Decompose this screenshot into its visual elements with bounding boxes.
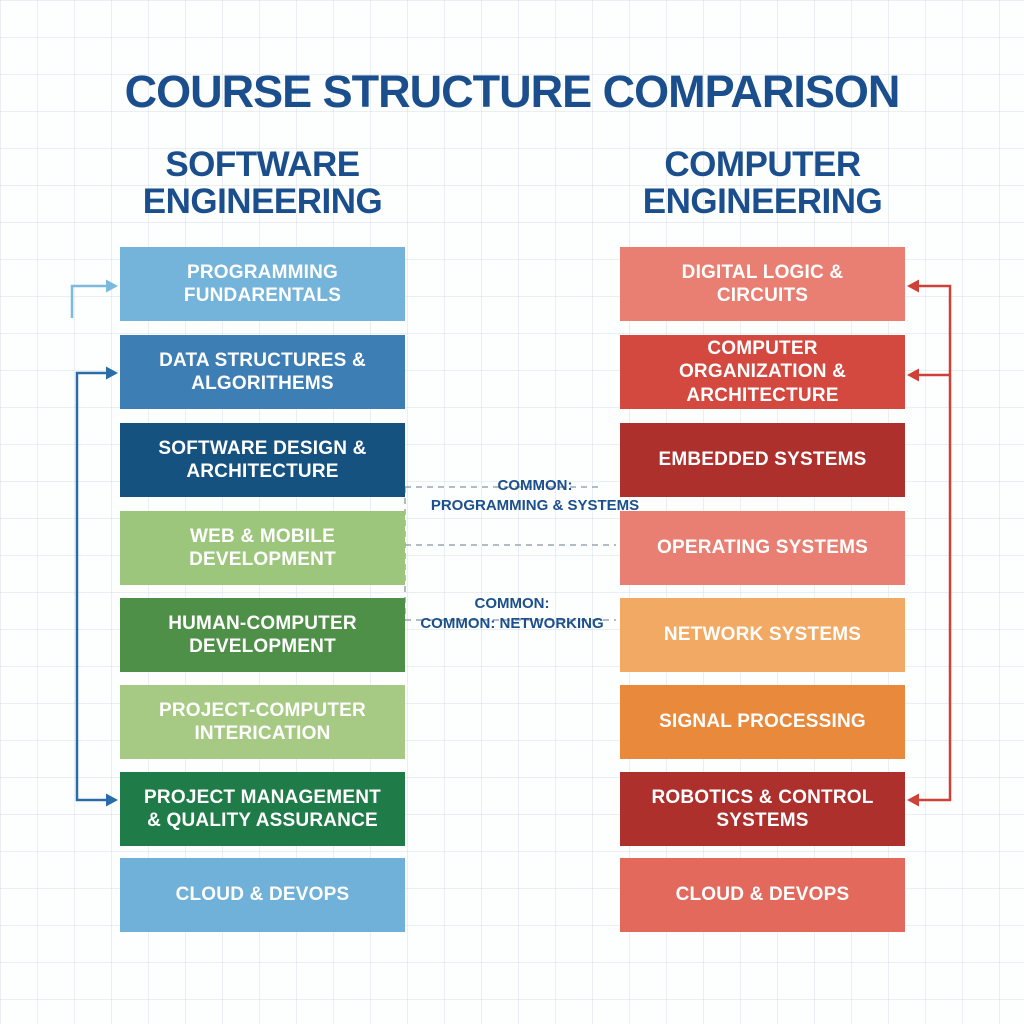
common-label-line: COMMON:: [497, 477, 573, 494]
course-box-computer-organization-architecture: COMPUTER ORGANIZATION & ARCHITECTURE: [620, 335, 905, 409]
right-arrowhead-top: [907, 279, 919, 293]
course-box-project-computer-interication: PROJECT-COMPUTER INTERICATION: [120, 685, 405, 759]
course-label: PROGRAMMING FUNDARENTALS: [183, 261, 342, 306]
course-label: PROJECT MANAGEMENT & QUALITY ASSURANCE: [144, 786, 381, 831]
right-arrowhead-middle: [907, 368, 919, 382]
course-label: PROJECT-COMPUTER INTERICATION: [159, 699, 366, 744]
course-label: OPERATING SYSTEMS: [656, 537, 869, 559]
column-header-line: COMPUTER: [664, 145, 861, 184]
left-dark-arrowhead-bottom: [106, 793, 118, 807]
course-box-cloud-devops-left: CLOUD & DEVOPS: [120, 858, 405, 932]
course-box-robotics-control-systems: ROBOTICS & CONTROL SYSTEMS: [620, 772, 905, 846]
course-box-data-structures-algorithms: DATA STRUCTURES & ALGORITHEMS: [120, 335, 405, 409]
course-box-web-mobile-development: WEB & MOBILE DEVELOPMENT: [120, 511, 405, 585]
common-label-programming-systems: COMMON: PROGRAMMING & SYSTEMS: [425, 476, 645, 517]
right-arrowhead-bottom: [907, 793, 919, 807]
left-dark-arrowhead-top: [106, 366, 118, 380]
course-box-programming-fundamentals: PROGRAMMING FUNDARENTALS: [120, 247, 405, 321]
common-label-networking: COMMON: COMMON: NETWORKING: [402, 594, 622, 635]
left-dark-connector-line: [75, 371, 106, 802]
course-label: COMPUTER ORGANIZATION & ARCHITECTURE: [678, 338, 847, 406]
course-label: WEB & MOBILE DEVELOPMENT: [189, 525, 336, 570]
course-box-project-management-quality-assurance: PROJECT MANAGEMENT & QUALITY ASSURANCE: [120, 772, 405, 846]
common-label-line: PROGRAMMING & SYSTEMS: [430, 497, 640, 515]
course-box-operating-systems: OPERATING SYSTEMS: [620, 511, 905, 585]
course-label: SOFTWARE DESIGN & ARCHITECTURE: [158, 437, 367, 482]
course-box-signal-processing: SIGNAL PROCESSING: [620, 685, 905, 759]
course-box-embedded-systems: EMBEDDED SYSTEMS: [620, 423, 905, 497]
course-label: ROBOTICS & CONTROL SYSTEMS: [651, 786, 874, 831]
course-label: EMBEDDED SYSTEMS: [658, 449, 867, 471]
course-box-digital-logic-circuits: DIGITAL LOGIC & CIRCUITS: [620, 247, 905, 321]
course-label: DATA STRUCTURES & ALGORITHEMS: [159, 349, 366, 394]
column-header-line: ENGINEERING: [142, 182, 383, 222]
column-header-software-engineering: SOFTWARE ENGINEERING: [120, 146, 405, 220]
diagram-title: COURSE STRUCTURE COMPARISON: [124, 66, 901, 117]
course-label: DIGITAL LOGIC & CIRCUITS: [681, 261, 844, 306]
column-header-computer-engineering: COMPUTER ENGINEERING: [620, 146, 905, 220]
left-light-connector-line: [70, 284, 106, 318]
course-box-human-computer-development: HUMAN-COMPUTER DEVELOPMENT: [120, 598, 405, 672]
column-header-line: ENGINEERING: [642, 182, 883, 222]
course-label: SIGNAL PROCESSING: [659, 711, 866, 733]
common-label-line: COMMON:: [474, 595, 550, 612]
course-label: CLOUD & DEVOPS: [675, 884, 850, 906]
course-label: NETWORK SYSTEMS: [663, 624, 862, 646]
course-box-cloud-devops-right: CLOUD & DEVOPS: [620, 858, 905, 932]
course-box-network-systems: NETWORK SYSTEMS: [620, 598, 905, 672]
course-label: CLOUD & DEVOPS: [175, 884, 350, 906]
left-light-arrowhead: [106, 279, 118, 293]
column-header-line: SOFTWARE: [165, 145, 360, 184]
right-connector-line: [919, 284, 952, 802]
course-box-software-design-architecture: SOFTWARE DESIGN & ARCHITECTURE: [120, 423, 405, 497]
common-label-line: COMMON: NETWORKING: [420, 615, 604, 633]
course-label: HUMAN-COMPUTER DEVELOPMENT: [168, 612, 357, 657]
